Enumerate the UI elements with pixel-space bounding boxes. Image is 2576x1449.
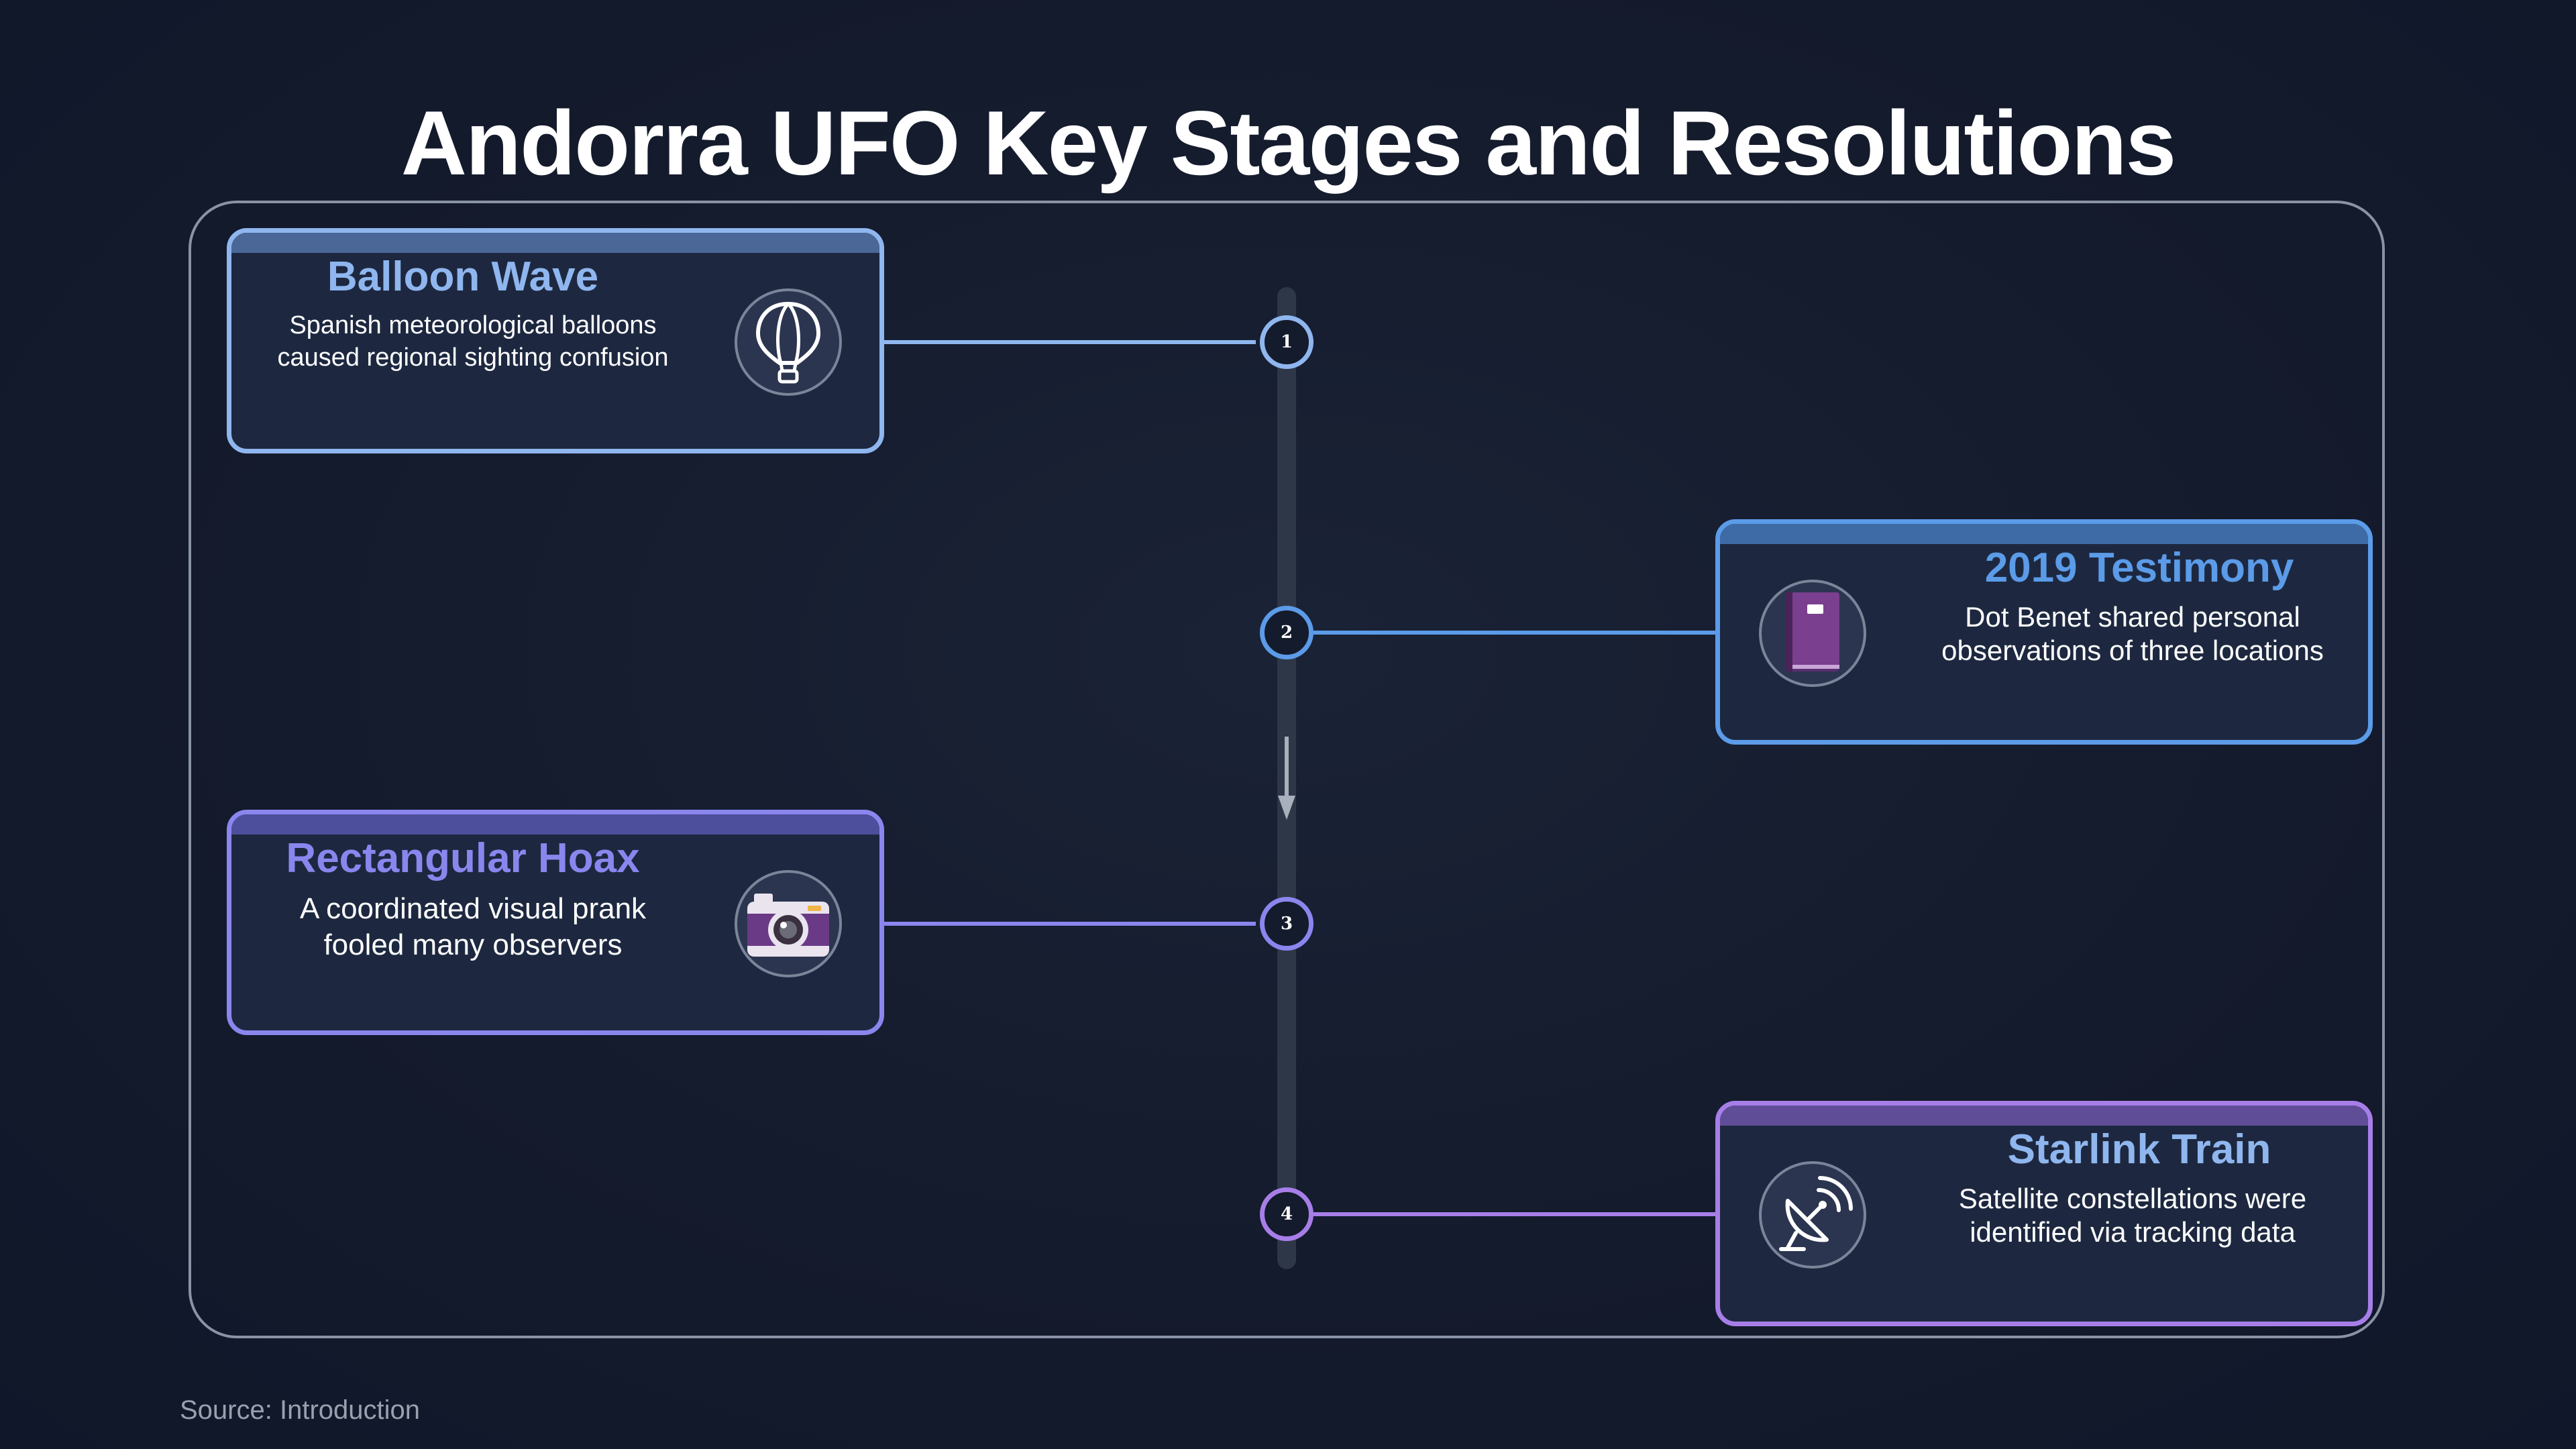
connector-1 xyxy=(883,340,1256,344)
stage-node-4: 4 xyxy=(1260,1187,1313,1241)
stage-node-1: 1 xyxy=(1260,315,1313,369)
satellite-dish-icon xyxy=(1779,1176,1853,1251)
stage-icon xyxy=(735,870,842,977)
book-icon xyxy=(1786,592,1839,672)
page-title: Andorra UFO Key Stages and Resolutions xyxy=(400,92,2176,194)
stage-card-2019-testimony: 2019 Testimony Dot Benet shared personal… xyxy=(1715,519,2373,745)
stage-node-2: 2 xyxy=(1260,606,1313,659)
stage-title: Rectangular Hoax xyxy=(286,835,640,881)
stage-description: A coordinated visual prank fooled many o… xyxy=(299,892,647,961)
connector-4 xyxy=(1313,1212,1717,1216)
stage-title: Starlink Train xyxy=(2007,1126,2271,1173)
stage-card-rectangular-hoax: Rectangular Hoax A coordinated visual pr… xyxy=(227,810,884,1035)
connector-3 xyxy=(883,922,1256,926)
diagram-frame xyxy=(189,201,2385,1338)
connector-2 xyxy=(1313,631,1717,635)
card-header-band xyxy=(231,233,879,253)
stage-node-3: 3 xyxy=(1260,897,1313,951)
stage-description: Dot Benet shared personal observations o… xyxy=(1941,601,2324,666)
stage-card-starlink-train: Starlink Train Satellite constellations … xyxy=(1715,1101,2373,1326)
source-note: Source: Introduction xyxy=(180,1395,420,1425)
card-header-band xyxy=(231,814,879,835)
down-arrow-icon xyxy=(1278,737,1295,820)
hot-air-balloon-icon xyxy=(755,301,821,384)
camera-icon xyxy=(747,894,829,957)
stage-title: Balloon Wave xyxy=(327,254,599,300)
stage-description: Spanish meteorological balloons caused r… xyxy=(277,311,669,372)
stage-icon xyxy=(1759,580,1866,687)
stage-icon xyxy=(735,288,842,396)
stage-title: 2019 Testimony xyxy=(1984,545,2294,591)
card-header-band xyxy=(1720,524,2368,544)
card-header-band xyxy=(1720,1106,2368,1126)
stage-description: Satellite constellations were identified… xyxy=(1958,1183,2307,1248)
stage-icon xyxy=(1759,1161,1866,1269)
stage-card-balloon-wave: Balloon Wave Spanish meteorological ball… xyxy=(227,228,884,453)
